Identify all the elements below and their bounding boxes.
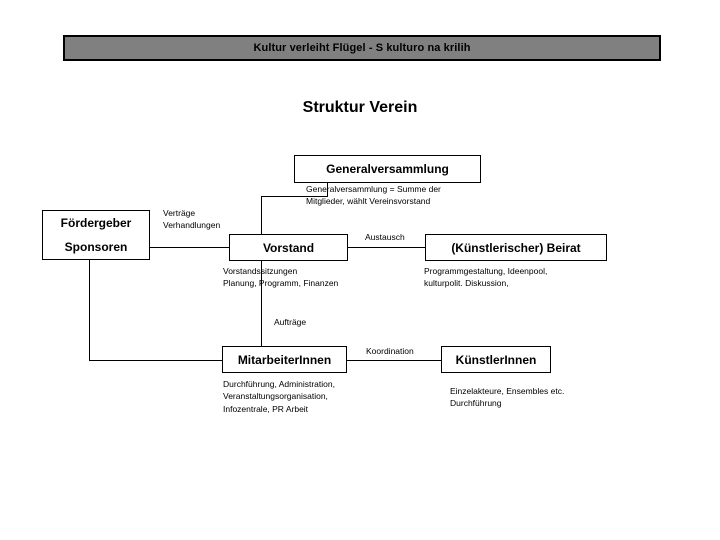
node-mitarbeiterinnen-label: MitarbeiterInnen <box>237 352 332 367</box>
note-mitarbeiterinnen: Durchführung, Administration, Veranstalt… <box>223 379 335 414</box>
edge-label-vertraege-verhandlungen: Verträge Verhandlungen <box>161 207 223 232</box>
connector-generalversammlung-horizontal <box>261 196 328 197</box>
connector-foerdergeber-vorstand <box>150 247 229 248</box>
edge-label-austausch: Austausch <box>363 231 407 244</box>
page-title: Struktur Verein <box>302 99 418 116</box>
node-vorstand[interactable]: Vorstand <box>229 234 348 261</box>
node-generalversammlung[interactable]: Generalversammlung <box>294 155 481 183</box>
connector-generalversammlung-vertical-right <box>327 182 328 197</box>
node-beirat-label: (Künstlerischer) Beirat <box>451 240 581 255</box>
node-vorstand-label: Vorstand <box>262 240 315 255</box>
connector-vorstand-beirat <box>348 247 425 248</box>
edge-label-koordination: Koordination <box>364 345 416 358</box>
title-banner-text: Kultur verleiht Flügel - S kulturo na kr… <box>253 42 471 54</box>
node-kuenstlerinnen[interactable]: KünstlerInnen <box>441 346 551 373</box>
connector-foerdergeber-down <box>89 260 90 360</box>
node-foerdergeber-label: Fördergeber <box>60 216 132 230</box>
node-mitarbeiterinnen[interactable]: MitarbeiterInnen <box>222 346 347 373</box>
note-beirat: Programmgestaltung, Ideenpool, kulturpol… <box>424 266 548 289</box>
edge-label-auftraege: Aufträge <box>272 316 309 329</box>
node-sponsoren-label: Sponsoren <box>64 240 128 254</box>
node-beirat[interactable]: (Künstlerischer) Beirat <box>425 234 607 261</box>
connector-vorstand-mitarbeiterinnen <box>261 261 262 346</box>
connector-generalversammlung-vorstand <box>261 196 262 234</box>
connector-foerdergeber-mitarbeiterinnen <box>89 360 222 361</box>
note-kuenstlerinnen: Einzelakteure, Ensembles etc. Durchführu… <box>450 386 565 409</box>
node-foerdergeber-sponsoren[interactable]: Fördergeber Sponsoren <box>42 210 150 260</box>
note-generalversammlung: Generalversammlung = Summe der Mitgliede… <box>306 184 441 207</box>
note-vorstand: Vorstandssitzungen Planung, Programm, Fi… <box>223 266 339 289</box>
connector-mitarbeiterinnen-kuenstlerinnen <box>347 360 441 361</box>
node-generalversammlung-label: Generalversammlung <box>326 162 449 176</box>
node-kuenstlerinnen-label: KünstlerInnen <box>455 352 537 367</box>
title-banner: Kultur verleiht Flügel - S kulturo na kr… <box>63 35 661 61</box>
